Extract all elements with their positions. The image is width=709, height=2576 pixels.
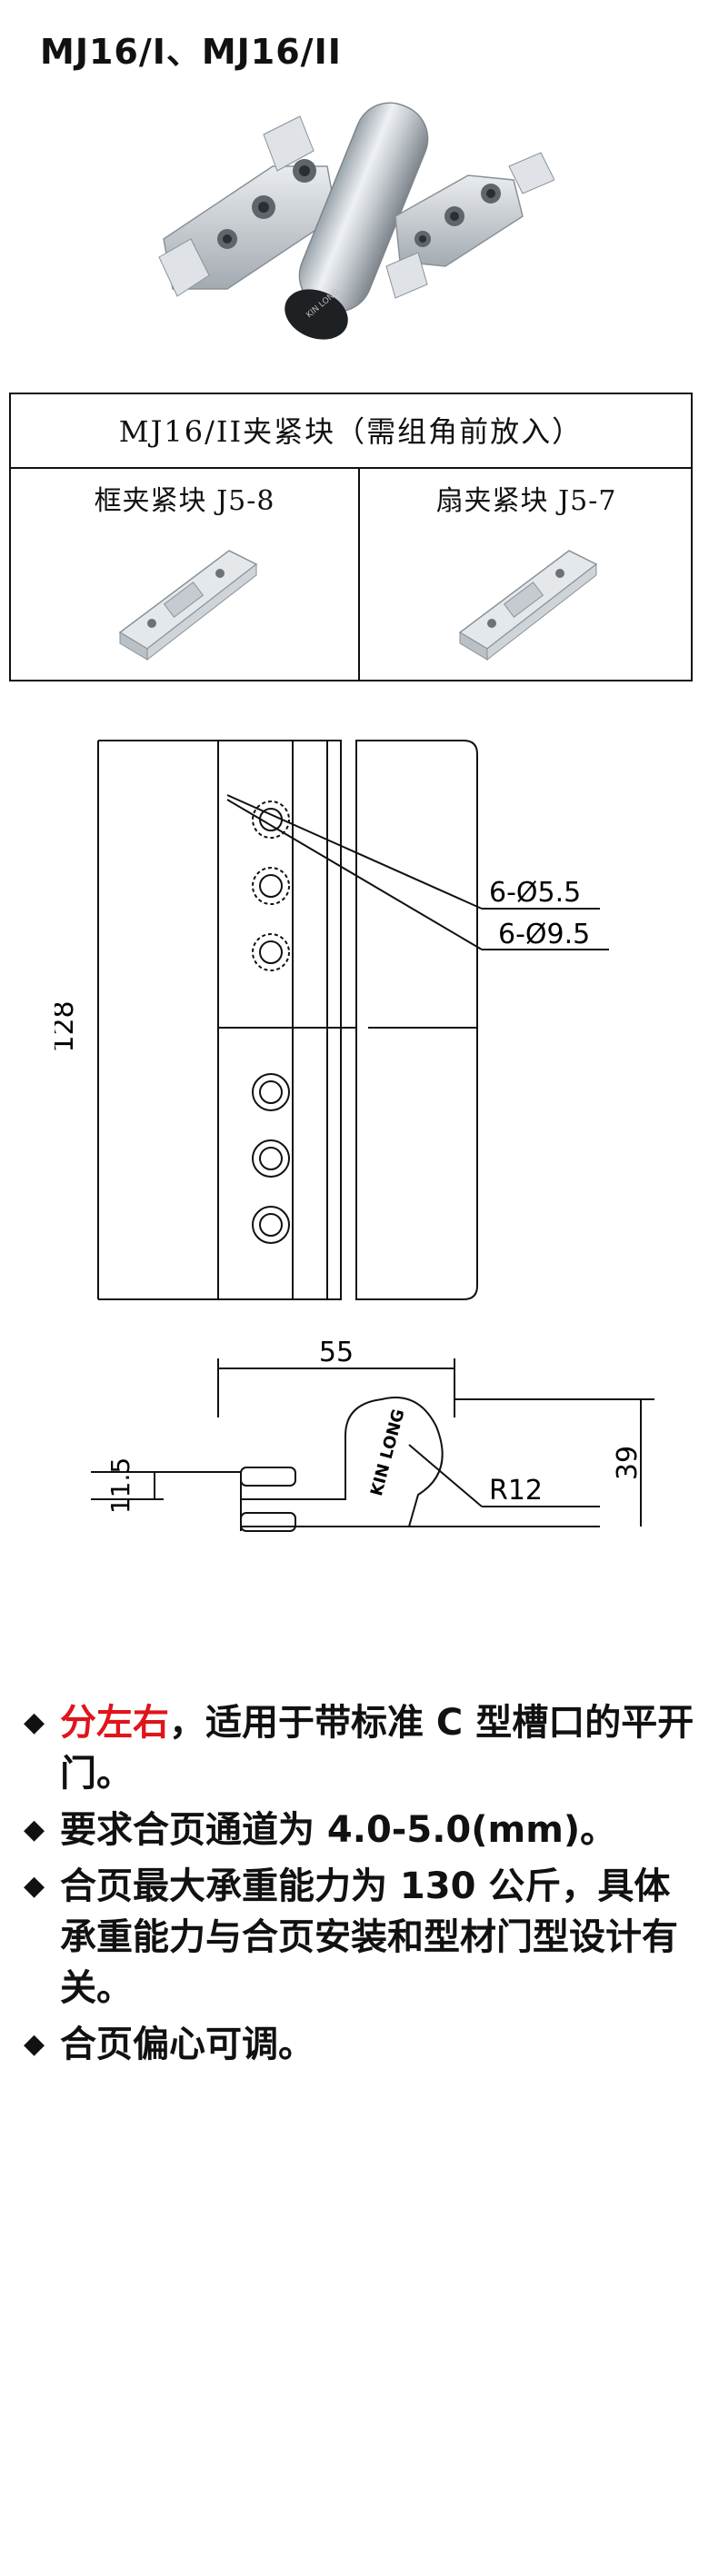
page-title: MJ16/I、MJ16/II [40,32,342,72]
spec-text: 合页最大承重能力为 130 公斤，具体承重能力与合页安装和型材门型设计有关。 [60,1865,678,2009]
dim-slot-label: 11.5 [105,1457,135,1514]
sash-clamp-cell: 扇夹紧块 J5-7 [360,469,693,681]
hole-large-label: 6-Ø9.5 [498,919,590,950]
spec-text: ，适用于带标准 C 型槽口的平开门。 [60,1702,694,1795]
spec-text: 要求合页通道为 4.0-5.0(mm)。 [60,1809,617,1851]
diamond-bullet-icon: ◆ [24,1814,45,1845]
spec-text: 合页偏心可调。 [60,2024,315,2065]
frame-clamp-cell: 框夹紧块 J5-8 [11,469,360,681]
clamp-table-header: MJ16/II夹紧块（需组角前放入） [11,394,691,469]
radius-label: R12 [489,1475,543,1507]
frame-clamp-label: 框夹紧块 J5-8 [94,485,275,517]
dim-width-label: 55 [319,1337,354,1368]
spec-item: ◆ 合页最大承重能力为 130 公斤，具体承重能力与合页安装和型材门型设计有关。 [24,1861,696,2014]
dim-height-label: 128 [55,1000,80,1052]
sash-clamp-image [458,550,598,661]
spec-list: ◆ 分左右，适用于带标准 C 型槽口的平开门。 ◆ 要求合页通道为 4.0-5.… [24,1697,696,2075]
hole-small-label: 6-Ø5.5 [489,877,581,909]
diamond-bullet-icon: ◆ [24,2028,45,2060]
dim-depth-label: 39 [612,1446,644,1480]
diamond-bullet-icon: ◆ [24,1870,45,1902]
hinge-product-image: KIN LONG [158,102,554,340]
spec-item: ◆ 分左右，适用于带标准 C 型槽口的平开门。 [24,1697,696,1799]
clamp-block-table: MJ16/II夹紧块（需组角前放入） 框夹紧块 J5-8 扇夹紧块 J5-7 [9,393,693,681]
frame-clamp-image [118,550,258,661]
brand-mark-text: KIN LONG [367,1407,409,1498]
diamond-bullet-icon: ◆ [24,1706,45,1738]
sash-clamp-label: 扇夹紧块 J5-7 [435,485,617,517]
spec-highlight: 分左右 [60,1702,169,1744]
technical-drawing: 128 6-Ø5.5 6-Ø9.5 55 39 11.5 R12 KIN LON… [55,740,654,1532]
spec-item: ◆ 要求合页通道为 4.0-5.0(mm)。 [24,1805,696,1855]
spec-item: ◆ 合页偏心可调。 [24,2019,696,2070]
